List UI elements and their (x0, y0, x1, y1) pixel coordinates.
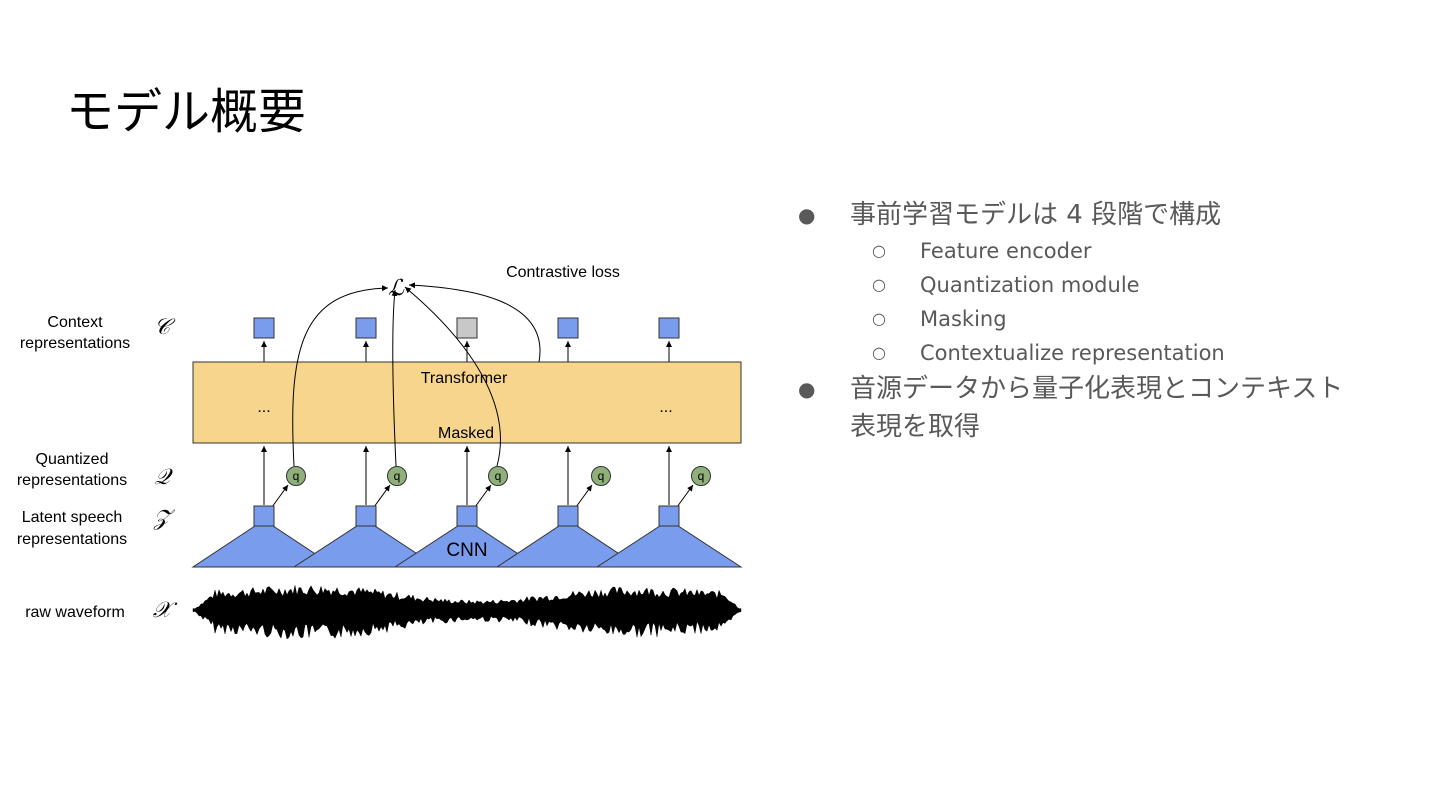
transformer-block (192, 361, 742, 444)
quantizer-circle (691, 466, 711, 486)
q-label: q (698, 469, 705, 483)
cnn-trapezoid (191, 519, 337, 568)
bullet-list: ● 事前学習モデルは 4 段階で構成 ○ Feature encoder ○ Q… (798, 196, 1398, 446)
context-square (253, 317, 275, 339)
quantizer-circle (387, 466, 407, 486)
sub-bullet-item: ○ Masking (872, 302, 1398, 336)
bullet-dot-icon: ● (798, 203, 816, 227)
latent-label-line1: Latent speech (22, 509, 123, 526)
context-square-masked (456, 317, 478, 339)
transformer-label: Transformer (421, 370, 508, 387)
quantizer-circle (591, 466, 611, 486)
cnn-trapezoid (495, 519, 641, 568)
loss-symbol: ℒ (388, 276, 405, 301)
sub-bullet-text: Contextualize representation (920, 341, 1225, 365)
cnn-trapezoid (595, 519, 743, 568)
q-label: q (598, 469, 605, 483)
context-label-line1: Context (47, 314, 103, 331)
ellipsis-right: ... (659, 399, 672, 416)
context-symbol: 𝒞 (154, 315, 176, 340)
quantizer-row: q q q q q (271, 466, 711, 508)
cnn-label: CNN (446, 540, 487, 561)
raw-waveform-label: raw waveform (25, 604, 125, 621)
sub-bullet-item: ○ Feature encoder (872, 234, 1398, 268)
circle-bullet-icon: ○ (872, 343, 886, 362)
slide-title: モデル概要 (66, 84, 307, 140)
q-label: q (293, 469, 300, 483)
cnn-trapezoid (292, 519, 439, 568)
circle-bullet-icon: ○ (872, 309, 886, 328)
bullet-text: 事前学習モデルは 4 段階で構成 (850, 200, 1222, 230)
q-label: q (394, 469, 401, 483)
sub-bullet-item: ○ Quantization module (872, 268, 1398, 302)
latent-symbol: 𝒵 (153, 506, 176, 531)
bullet-item: ● 事前学習モデルは 4 段階で構成 (798, 196, 1398, 234)
quantized-label-line1: Quantized (36, 451, 109, 468)
quantized-symbol: 𝒬 (154, 465, 173, 490)
bullet-item: ● 音源データから量子化表現とコンテキスト表現を取得 (798, 370, 1398, 446)
context-square (355, 317, 377, 339)
raw-symbol: 𝒳 (153, 598, 178, 623)
quantized-label-line2: representations (17, 472, 127, 489)
bullet-text: 音源データから量子化表現とコンテキスト表現を取得 (850, 374, 1344, 442)
sub-bullet-text: Masking (920, 307, 1007, 331)
cnn-trapezoid (393, 519, 540, 568)
ellipsis-left: ... (257, 399, 270, 416)
quantizer-circle (286, 466, 306, 486)
context-label-line2: representations (20, 335, 130, 352)
context-square (557, 317, 579, 339)
quantizer-circle (488, 466, 508, 486)
latent-square (253, 505, 275, 527)
context-square (658, 317, 680, 339)
q-label: q (495, 469, 502, 483)
bullet-dot-icon: ● (798, 377, 816, 401)
raw-waveform (192, 585, 742, 640)
latent-label-line2: representations (17, 531, 127, 548)
contrastive-loss-label: Contrastive loss (506, 264, 620, 281)
latent-square (658, 505, 680, 527)
wav2vec-diagram: Context representations Quantized repres… (17, 264, 743, 640)
latent-square (557, 505, 579, 527)
latent-square (456, 505, 478, 527)
sub-bullet-item: ○ Contextualize representation (872, 336, 1398, 370)
sub-bullet-text: Quantization module (920, 273, 1140, 297)
sub-bullet-text: Feature encoder (920, 239, 1092, 263)
circle-bullet-icon: ○ (872, 241, 886, 260)
circle-bullet-icon: ○ (872, 275, 886, 294)
masked-label: Masked (438, 425, 494, 442)
latent-square (355, 505, 377, 527)
